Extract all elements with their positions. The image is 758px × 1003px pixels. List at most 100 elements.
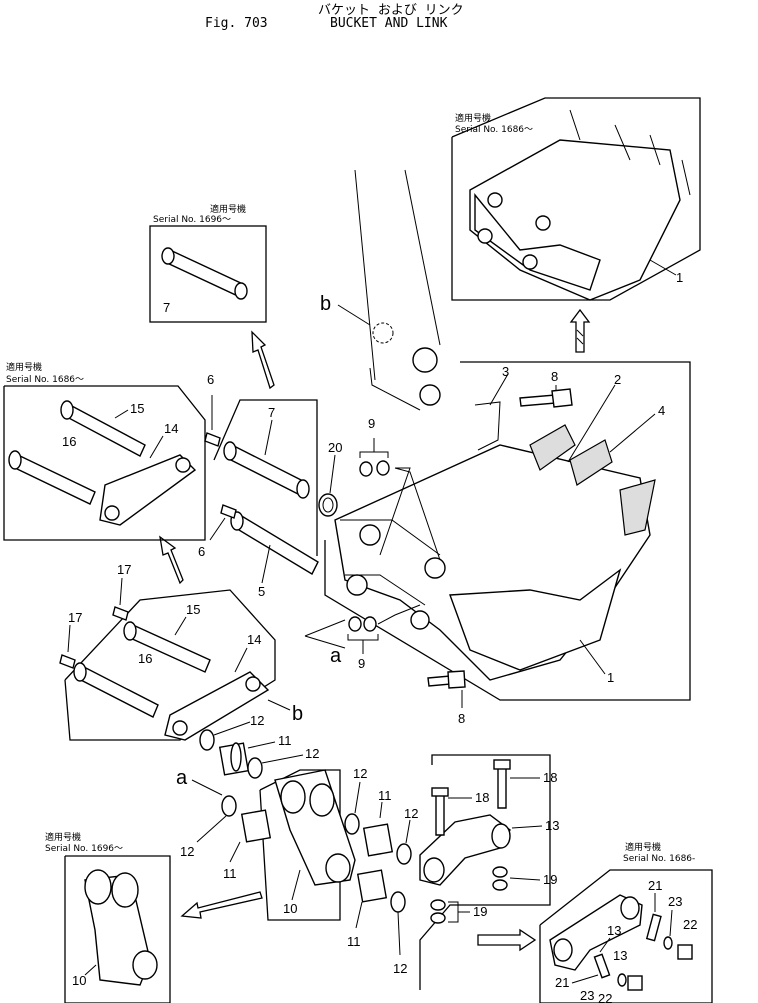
nuts-9-top: 9 [359,416,441,561]
direction-arrow [477,928,537,952]
callout-17: 17 [117,562,131,577]
pin-7-main: 7 [213,399,318,556]
callout-17: 17 [68,610,82,625]
bushing-11-d: 11 [347,869,388,949]
callout-7: 7 [163,300,170,315]
callout-13: 13 [545,818,559,833]
callout-8: 8 [551,369,558,384]
callout-11: 11 [347,934,361,949]
inset-caption: 適用号機 [6,361,42,373]
ref-a: a [176,767,188,789]
callout-16: 16 [62,434,76,449]
inset-link-serial-1696: 適用号機 Serial No. 1696～ 10 [45,831,171,1003]
figure-title: BUCKET AND LINK [330,16,448,31]
callout-16: 16 [138,651,152,666]
callout-11: 11 [278,733,292,748]
callout-12: 12 [393,961,407,976]
callout-3: 3 [502,364,509,379]
callout-9: 9 [358,656,365,671]
ref-a: a [330,645,342,667]
ref-b: b [292,703,303,725]
direction-arrow [159,535,184,585]
inset-caption: 適用号機 [625,841,661,853]
inset-pins-serial-1686: 適用号機 Serial No. 1686～ 15 16 14 [3,361,206,541]
callout-21: 21 [555,975,569,990]
seal-12-set: 12 12 12 12 12 12 [180,713,418,976]
inset-pin-serial-1696: 適用号機 Serial No. 1696～ 7 [149,203,267,323]
callout-8: 8 [458,711,465,726]
callout-22: 22 [683,917,697,932]
callout-6: 6 [207,372,214,387]
inset-caption: 適用号機 [45,831,81,843]
direction-arrow [569,308,591,353]
grease-fitting-17-bottom: 17 [59,610,82,669]
inset-link-serial-1686: 適用号機 Serial No. 1686- 21 23 22 13 13 21 … [539,841,713,1003]
callout-12: 12 [250,713,264,728]
inset-caption: 適用号機 [455,112,491,124]
link-group-lower-left: 15 16 14 b [64,589,303,741]
callout-20: 20 [328,440,342,455]
inset-serial: Serial No. 1696～ [45,844,123,854]
inset-bucket-serial-1686: 適用号機 Serial No. 1686～ 1 [451,97,701,301]
inset-serial: Serial No. 1686～ [455,125,533,135]
callout-13: 13 [607,923,621,938]
direction-arrow [251,330,275,390]
pin-5: 5 [230,511,319,599]
grease-fitting-6-bottom: 6 [198,504,237,559]
callout-12: 12 [305,746,319,761]
callout-12: 12 [353,766,367,781]
grease-fitting-6-top: 6 [204,372,221,447]
callout-15: 15 [186,602,200,617]
callout-12: 12 [180,844,194,859]
callout-13: 13 [613,948,627,963]
inset-serial: Serial No. 1696～ [153,215,231,225]
callout-19: 19 [473,904,487,919]
callout-21: 21 [648,878,662,893]
callout-4: 4 [658,403,665,418]
bushing-11-c: 11 [362,788,394,857]
callout-5: 5 [258,584,265,599]
bolt-8-bottom: 8 [427,670,466,726]
main-bucket: 1 2 3 4 [324,361,691,701]
callout-1: 1 [676,270,683,285]
callout-22: 22 [598,991,612,1003]
figure-number: Fig. 703 [205,16,268,31]
callout-14: 14 [164,421,178,436]
callout-12: 12 [404,806,418,821]
bushing-11-a: 11 [218,733,292,776]
ref-a-lower: a [176,767,223,796]
direction-arrow [180,891,263,919]
callout-11: 11 [223,866,237,881]
callout-18: 18 [475,790,489,805]
callout-15: 15 [130,401,144,416]
callout-18: 18 [543,770,557,785]
callout-10: 10 [72,973,86,988]
bushing-11-b: 11 [223,809,272,881]
ref-a-bucket: a [304,619,346,667]
callout-23: 23 [668,894,682,909]
grease-fitting-17-top: 17 [112,562,131,621]
nuts-9-bottom: 9 [347,604,421,671]
callout-19: 19 [543,872,557,887]
callout-7: 7 [268,405,275,420]
seal-20: 20 [318,440,342,517]
japanese-title: バケット および リンク [318,3,464,18]
inset-serial: Serial No. 1686- [623,854,695,864]
bolt-8-top: 8 [519,369,573,408]
callout-1: 1 [607,670,614,685]
link-10-center: 10 [259,769,356,921]
ref-b: b [320,293,331,315]
link-13-right: 18 18 13 19 19 [419,754,559,990]
boom-arm-outline: b [320,169,441,411]
callout-6: 6 [198,544,205,559]
callout-11: 11 [378,788,392,803]
callout-2: 2 [614,372,621,387]
callout-10: 10 [283,901,297,916]
callout-9: 9 [368,416,375,431]
inset-serial: Serial No. 1686～ [6,375,84,385]
callout-14: 14 [247,632,261,647]
inset-caption: 適用号機 [210,203,246,215]
callout-23: 23 [580,988,594,1003]
